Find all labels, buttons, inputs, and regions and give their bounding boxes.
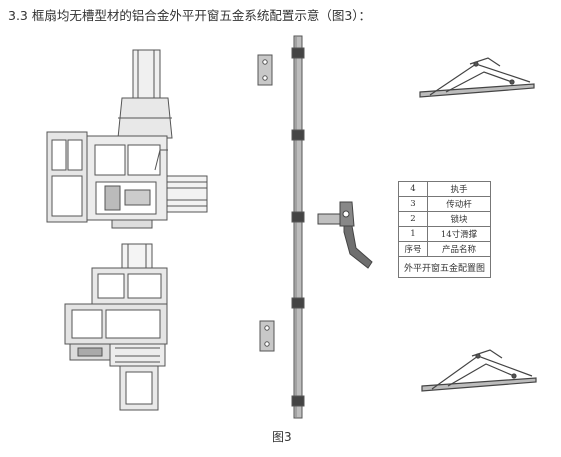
table-footer-row: 外平开窗五金配置图 [398, 256, 491, 278]
table-row: 2 锁块 [398, 211, 491, 227]
figure-caption: 图3 [272, 430, 292, 444]
profile-section-top [46, 49, 208, 229]
part-number: 3 [398, 196, 428, 212]
page-heading: 3.3 框扇均无槽型材的铝合金外平开窗五金系统配置示意（图3）： [8, 8, 372, 23]
part-name: 锁块 [427, 211, 491, 227]
window-handle [317, 201, 373, 269]
part-number: 2 [398, 211, 428, 227]
header-name: 产品名称 [427, 241, 491, 257]
part-number: 4 [398, 181, 428, 197]
profile-section-bottom [64, 243, 168, 411]
table-row: 3 传动杆 [398, 196, 491, 212]
transmission-rod [291, 35, 305, 419]
table-header-row: 序号 产品名称 [398, 241, 491, 257]
table-row: 1 14寸滑撑 [398, 226, 491, 242]
header-number: 序号 [398, 241, 428, 257]
part-number: 1 [398, 226, 428, 242]
lock-block-top [257, 54, 273, 86]
table-footer: 外平开窗五金配置图 [398, 256, 491, 278]
part-name: 传动杆 [427, 196, 491, 212]
lock-block-bottom [259, 320, 275, 352]
part-name: 执手 [427, 181, 491, 197]
friction-stay-bottom [421, 349, 537, 392]
table-row: 4 执手 [398, 181, 491, 197]
friction-stay-top [419, 57, 535, 98]
part-name: 14寸滑撑 [427, 226, 491, 242]
parts-table: 4 执手 3 传动杆 2 锁块 1 14寸滑撑 序号 产品名称 外平开窗五金配置… [398, 181, 491, 278]
